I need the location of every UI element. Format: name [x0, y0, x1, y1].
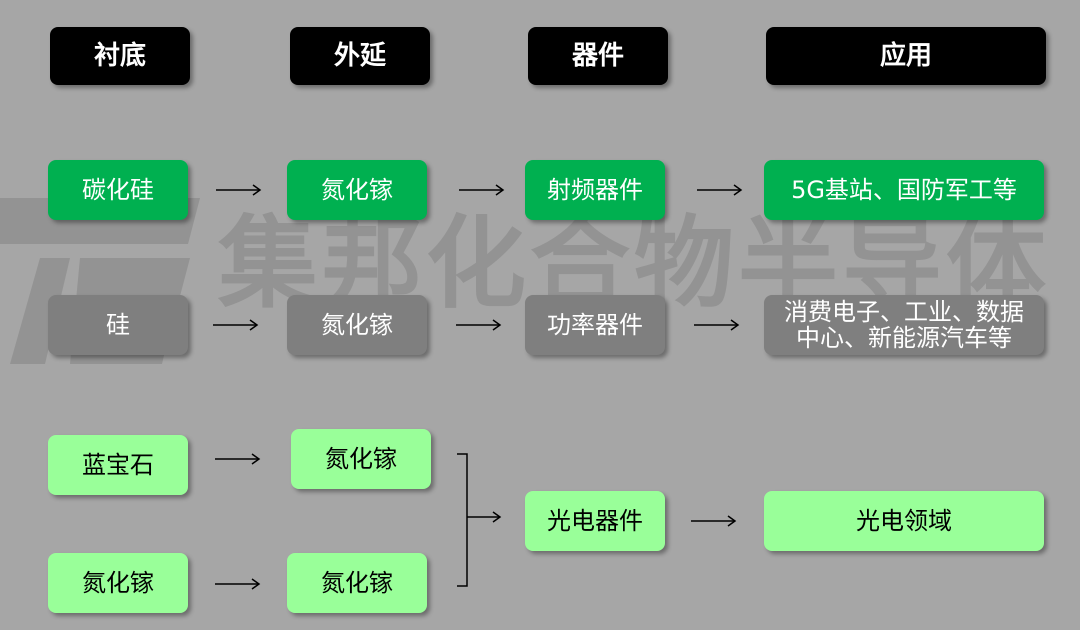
arrow-icon	[691, 515, 737, 527]
power-application-box: 消费电子、工业、数据 中心、新能源汽车等	[764, 295, 1044, 355]
gan-epi-box: 氮化镓	[287, 553, 427, 613]
power-application-line2: 中心、新能源汽车等	[796, 324, 1012, 352]
arrow-icon	[215, 578, 261, 590]
arrow-icon	[213, 319, 259, 331]
rf-device-box: 射频器件	[525, 160, 665, 220]
arrow-icon	[697, 184, 743, 196]
arrow-icon	[459, 184, 505, 196]
opto-device-box: 光电器件	[525, 491, 665, 551]
arrow-icon	[215, 453, 261, 465]
header-device: 器件	[528, 27, 668, 85]
header-substrate: 衬底	[50, 27, 190, 85]
arrow-icon	[694, 319, 740, 331]
sic-substrate-box: 碳化硅	[48, 160, 188, 220]
arrow-icon	[456, 319, 502, 331]
sic-epi-box: 氮化镓	[287, 160, 427, 220]
header-application: 应用	[766, 27, 1046, 85]
sapphire-epi-box: 氮化镓	[291, 429, 431, 489]
rf-application-box: 5G基站、国防军工等	[764, 160, 1044, 220]
merge-bracket-icon	[457, 453, 502, 587]
opto-application-box: 光电领域	[764, 491, 1044, 551]
header-epitaxy: 外延	[290, 27, 430, 85]
gan-substrate-box: 氮化镓	[48, 553, 188, 613]
power-application-line1: 消费电子、工业、数据	[784, 297, 1024, 326]
arrow-icon	[216, 184, 262, 196]
power-device-box: 功率器件	[525, 295, 665, 355]
sapphire-substrate-box: 蓝宝石	[48, 435, 188, 495]
si-epi-box: 氮化镓	[287, 295, 427, 355]
si-substrate-box: 硅	[48, 295, 188, 355]
